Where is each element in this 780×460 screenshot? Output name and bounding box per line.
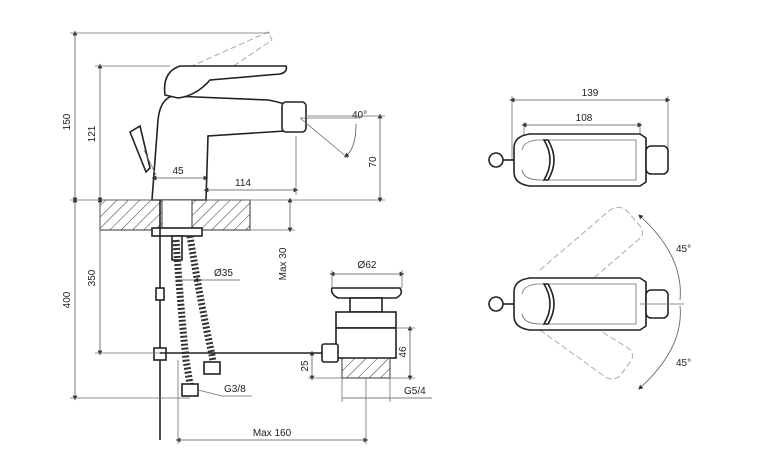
side-view: 150 121 45 114 40° 70 400 350 Max 30 Ø35… xyxy=(62,30,432,444)
hose-left xyxy=(172,239,194,385)
dim-label-108: 108 xyxy=(576,113,593,124)
hose-right xyxy=(186,235,218,369)
dim-label-45: 45 xyxy=(172,166,184,177)
dim-label-400: 400 xyxy=(62,291,73,308)
top-view-upper: 139 108 xyxy=(488,88,671,187)
dim-label-25: 25 xyxy=(300,360,311,372)
dim-label-g38: G3/8 xyxy=(224,384,246,395)
waste-assembly xyxy=(321,287,403,379)
dim-label-dia62: Ø62 xyxy=(358,260,377,271)
dim-label-45deg-a: 45° xyxy=(676,244,691,255)
top-view-lower: 45° 45° xyxy=(488,206,691,390)
faucet-lever xyxy=(163,65,288,99)
dimension-lines xyxy=(70,30,432,444)
dim-label-139: 139 xyxy=(582,88,599,99)
top-aerator-upper xyxy=(645,145,669,175)
ghost-lever xyxy=(164,31,273,83)
dim-label-70: 70 xyxy=(368,156,379,168)
dim-label-max160: Max 160 xyxy=(253,428,292,439)
dim-label-150: 150 xyxy=(62,113,73,130)
aerator xyxy=(281,101,307,133)
top-knob-upper xyxy=(488,152,504,168)
faucet-body xyxy=(151,95,302,201)
dim-label-350: 350 xyxy=(87,269,98,286)
dim-label-45deg-b: 45° xyxy=(676,358,691,369)
dim-label-g54: G5/4 xyxy=(404,386,426,397)
ghost-rotated-upper xyxy=(539,206,644,291)
ghost-rotated-lower xyxy=(539,321,634,380)
dim-label-121: 121 xyxy=(87,125,98,142)
dim-label-40deg: 40° xyxy=(352,110,367,121)
top-body-upper xyxy=(513,133,647,187)
dim-label-max30: Max 30 xyxy=(278,247,289,280)
dim-label-46: 46 xyxy=(398,346,409,358)
dim-label-dia35: Ø35 xyxy=(214,268,233,279)
popup-knob xyxy=(129,124,151,174)
dim-label-114: 114 xyxy=(235,178,251,189)
